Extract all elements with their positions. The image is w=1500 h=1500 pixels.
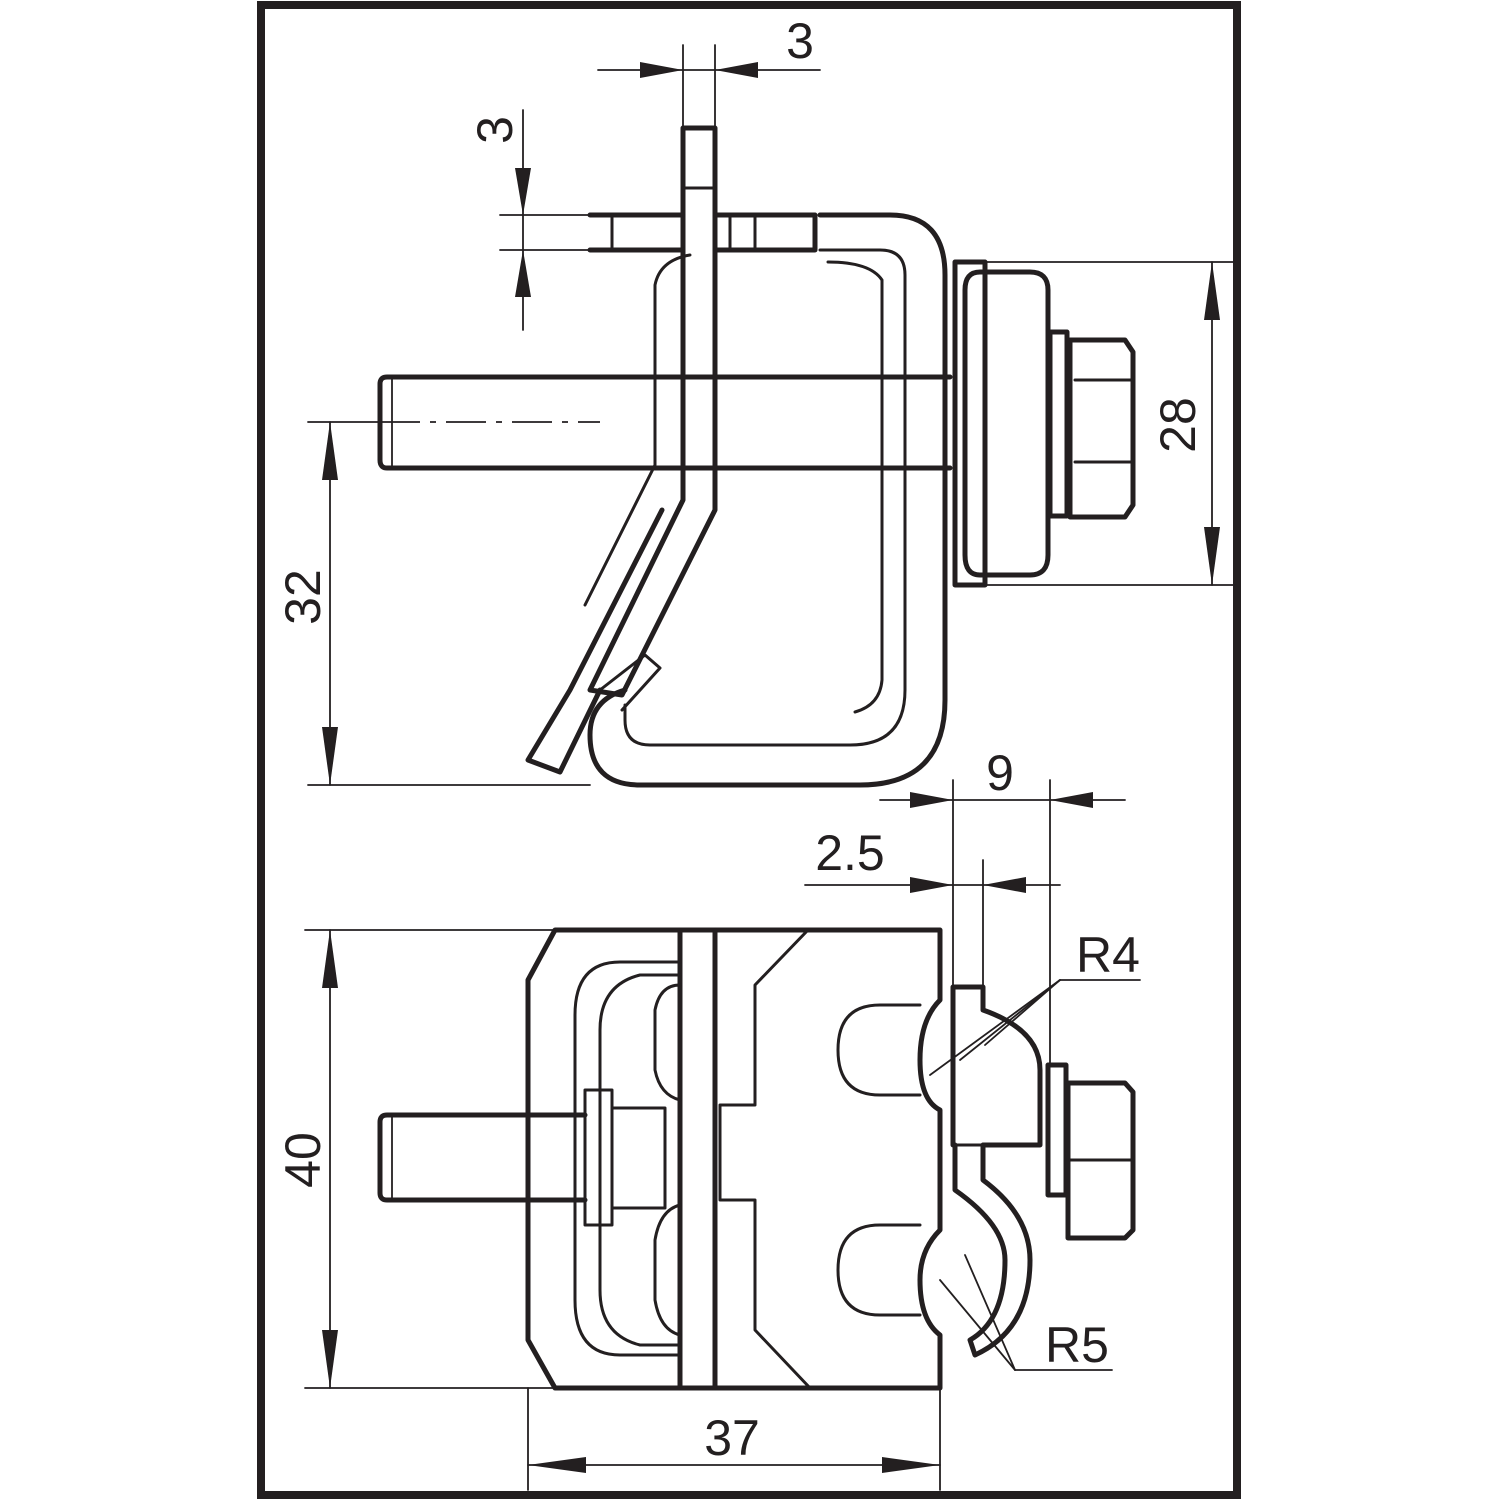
dim-bolt-height: 32 xyxy=(275,421,591,786)
front-strip xyxy=(950,984,1043,1358)
slot-lower xyxy=(836,1223,922,1317)
dim-label-overall-height: 40 xyxy=(275,1132,331,1188)
saddle-pad xyxy=(962,269,1051,578)
hex-nut xyxy=(1067,337,1136,520)
dim-label-inner-radius: R4 xyxy=(1076,927,1140,983)
dim-inner-radius: R4 xyxy=(929,927,1141,1076)
dim-overall-height: 40 xyxy=(275,929,556,1389)
side-view xyxy=(377,125,1136,788)
front-bolt xyxy=(377,1112,588,1203)
saddle-strip xyxy=(952,259,988,588)
dim-flange-thickness: 3 xyxy=(467,109,591,331)
front-washer xyxy=(1045,1062,1069,1198)
dim-label-outer-radius: R5 xyxy=(1045,1317,1109,1373)
drawing-frame xyxy=(257,1,1241,1499)
top-flange xyxy=(587,212,818,253)
dim-clamp-height: 28 xyxy=(984,261,1236,586)
dim-label-clamp-height: 28 xyxy=(1150,397,1206,453)
dim-plate-thickness: 3 xyxy=(597,13,821,129)
clamp-body-outer xyxy=(587,212,948,788)
front-center-plate xyxy=(677,927,718,1391)
dim-outer-radius: R5 xyxy=(939,1254,1113,1373)
dim-label-plate-thickness: 3 xyxy=(786,13,814,69)
dim-label-bolt-height: 32 xyxy=(275,569,331,625)
washer xyxy=(1047,329,1070,519)
front-view xyxy=(377,927,1136,1391)
dim-label-clamp-width: 9 xyxy=(986,745,1014,801)
front-hex-nut xyxy=(1065,1080,1136,1241)
dim-label-flange-thickness: 3 xyxy=(467,116,523,144)
dim-label-strip-thickness: 2.5 xyxy=(815,825,885,881)
front-body xyxy=(525,927,943,1391)
dim-label-overall-width: 37 xyxy=(704,1410,760,1466)
slot-upper xyxy=(836,1003,922,1097)
clamp-body-inner xyxy=(623,248,907,747)
dim-strip-thickness: 2.5 xyxy=(804,825,1061,988)
dim-clamp-width: 9 xyxy=(879,745,1126,1066)
dim-overall-width: 37 xyxy=(527,1387,941,1491)
